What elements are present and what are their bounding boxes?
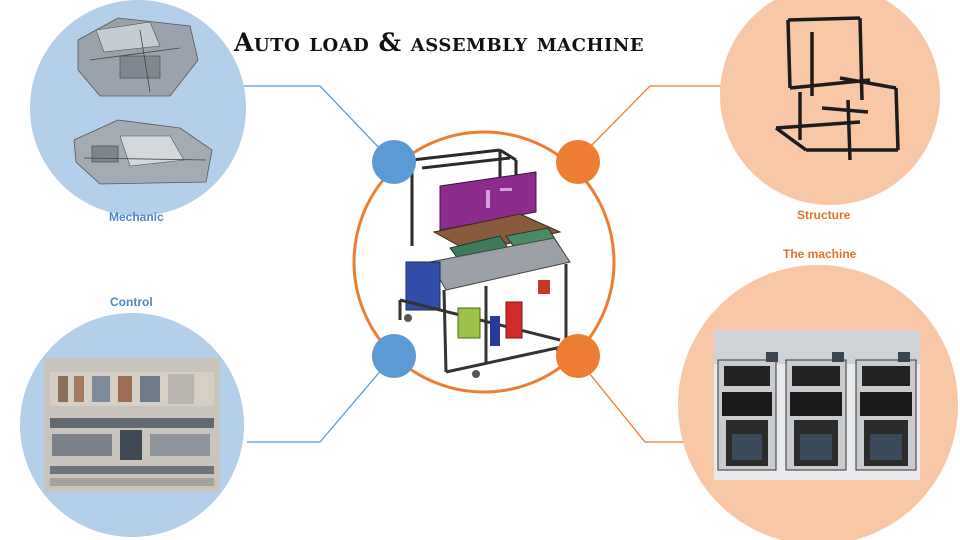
page-title: Auto load & assembly machine [234, 28, 645, 57]
structure-image [720, 0, 940, 205]
central-ring [352, 130, 616, 394]
connector-structure [584, 85, 725, 153]
control-image [20, 313, 244, 537]
label-mechanic: Mechanic [109, 210, 164, 224]
label-control: Control [110, 295, 153, 309]
label-the-machine: The machine [783, 247, 857, 261]
machine-photo [678, 265, 958, 540]
central-machine-render [398, 148, 571, 378]
control-node [372, 334, 416, 378]
label-structure: Structure [797, 208, 851, 222]
machine-node [556, 334, 600, 378]
structure-node [556, 140, 600, 184]
connector-control [247, 367, 384, 443]
connector-machine [584, 367, 700, 443]
mechanic-image [30, 0, 246, 216]
connector-mechanic [238, 85, 384, 153]
mechanic-node [372, 140, 416, 184]
